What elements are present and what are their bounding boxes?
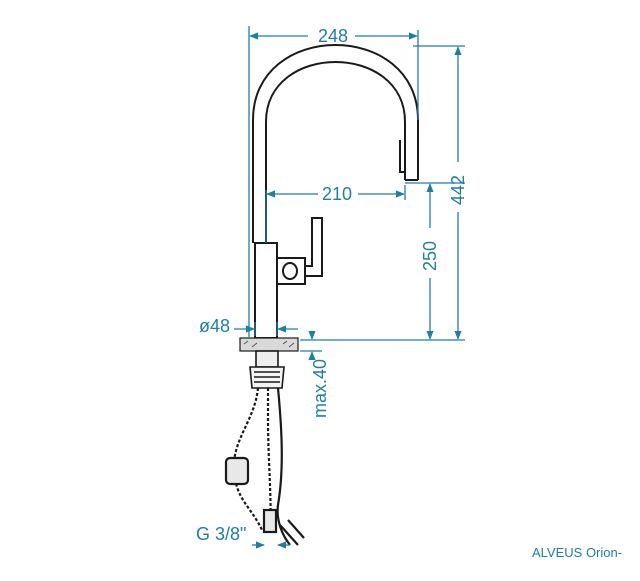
dim-max40-label: max.40	[310, 359, 330, 418]
dim-thread-label: G 3/8"	[196, 524, 246, 544]
lever-handle	[305, 217, 323, 277]
dim-210-label: 210	[322, 184, 352, 204]
faucet-body	[254, 242, 278, 339]
supply-hoses	[224, 387, 305, 546]
spout-outer	[252, 44, 419, 243]
spray-head	[399, 140, 405, 173]
lever-housing	[276, 257, 306, 285]
brand-caption: ALVEUS Orion-	[532, 545, 623, 560]
spout-inner	[265, 61, 406, 243]
mounting-assembly	[249, 350, 285, 389]
dim-diameter-label: ø48	[199, 316, 230, 336]
dim-248-label: 248	[318, 26, 348, 46]
dim-442-label: 442	[448, 175, 468, 205]
dimension-lines	[234, 26, 465, 549]
countertop	[239, 337, 299, 352]
dim-250-label: 250	[420, 241, 440, 271]
